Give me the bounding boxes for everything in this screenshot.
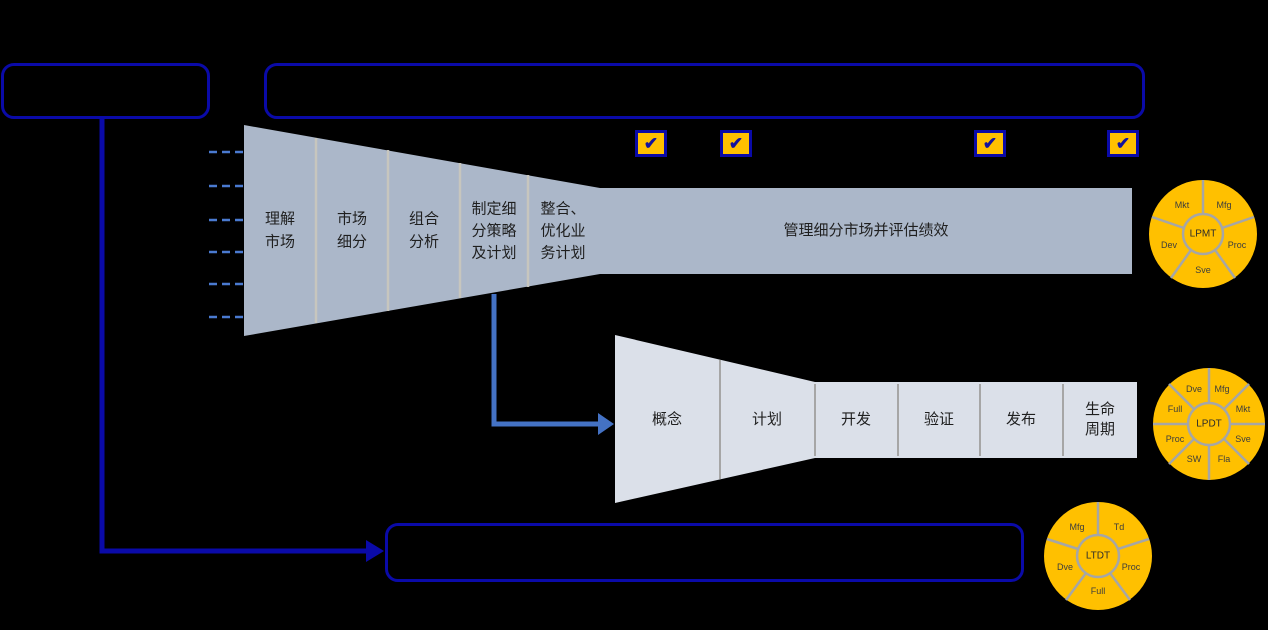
market-stage-strategy: 制定细 分策略 及计划 <box>471 200 517 261</box>
top-process-box <box>264 63 1145 119</box>
ipd-stage-verify: 验证 <box>923 410 955 428</box>
market-stage-understand: 理解 市场 <box>264 210 296 251</box>
lpdt-wheel <box>1153 368 1265 480</box>
manage-segments-bar <box>598 188 1132 274</box>
top-left-box <box>1 63 210 119</box>
lpdt-segment-fla: Fla <box>1217 454 1231 464</box>
ltdt-segment-full: Full <box>1090 586 1106 596</box>
ipd-stage-launch: 发布 <box>1005 410 1037 428</box>
bottom-process-box <box>385 523 1024 582</box>
lpmt-center-label: LPMT <box>1189 228 1217 240</box>
market-input-dashed-lines <box>209 150 243 319</box>
lpmt-segment-mfg: Mfg <box>1216 200 1232 210</box>
ltdt-wheel <box>1044 502 1152 610</box>
lpmt-segment-proc: Proc <box>1227 240 1247 250</box>
lpdt-center-label: LPDT <box>1196 418 1222 430</box>
market-stage-optimize: 整合、 优化业 务计划 <box>540 200 586 261</box>
market-funnel-shape <box>244 125 600 336</box>
ipd-stage-concept: 概念 <box>651 410 683 428</box>
lpdt-segment-sve: Sve <box>1235 434 1251 444</box>
ltdt-segment-mfg: Mfg <box>1069 522 1085 532</box>
lpdt-segment-mfg: Mfg <box>1214 384 1230 394</box>
ltdt-segment-proc: Proc <box>1121 562 1141 572</box>
lpdt-segment-full: Full <box>1167 404 1183 414</box>
ipd-stage-lifecycle: 生命 周期 <box>1084 400 1116 438</box>
check-icon: ✔ <box>728 134 744 153</box>
manage-bar-label: 管理细分市场并评估绩效 <box>783 221 949 239</box>
lpmt-wheel <box>1149 180 1257 288</box>
ltdt-segment-dve: Dve <box>1056 562 1074 572</box>
lpmt-segment-sve: Sve <box>1195 265 1211 275</box>
checkmark-2: ✔ <box>720 130 752 157</box>
ltdt-segment-td: Td <box>1113 522 1125 532</box>
lpdt-segment-dve: Dve <box>1185 384 1203 394</box>
checkmark-4: ✔ <box>1107 130 1139 157</box>
lpmt-segment-dev: Dev <box>1160 240 1178 250</box>
market-funnel-dividers <box>314 138 530 323</box>
lpdt-segment-sw: SW <box>1186 454 1202 464</box>
ipd-stage-plan: 计划 <box>751 410 783 428</box>
connector-line-to-bottom-box <box>99 119 366 554</box>
connector-arrowhead-bottom <box>366 540 384 562</box>
market-stage-segment: 市场 细分 <box>336 210 368 251</box>
lpdt-segment-proc: Proc <box>1165 434 1185 444</box>
check-icon: ✔ <box>643 134 659 153</box>
ipd-stage-develop: 开发 <box>840 410 872 428</box>
check-icon: ✔ <box>982 134 998 153</box>
ipd-funnel-dividers <box>719 360 1064 479</box>
checkmark-3: ✔ <box>974 130 1006 157</box>
ipd-funnel-shape <box>615 335 1137 503</box>
lpmt-segment-mkt: Mkt <box>1174 200 1190 210</box>
checkmark-1: ✔ <box>635 130 667 157</box>
connector-arrowhead-ipd <box>598 413 614 435</box>
ltdt-center-label: LTDT <box>1085 550 1111 562</box>
market-stage-portfolio: 组合 分析 <box>408 210 440 251</box>
lpdt-segment-mkt: Mkt <box>1235 404 1251 414</box>
connector-line-to-ipd-funnel <box>491 294 598 427</box>
check-icon: ✔ <box>1115 134 1131 153</box>
